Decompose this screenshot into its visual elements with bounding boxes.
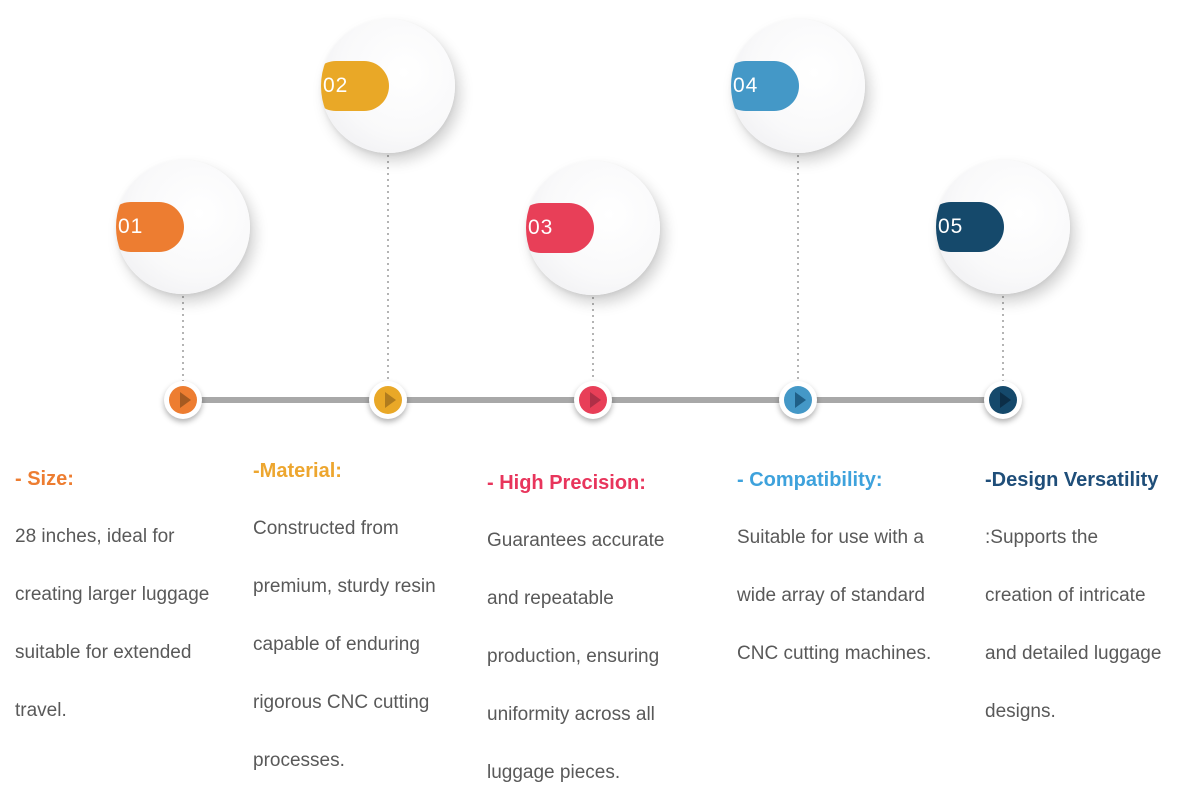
marker-disc-04 [784, 386, 812, 414]
timeline-marker-01 [164, 381, 202, 419]
step-number-05: 05 [938, 215, 964, 238]
step-number-04: 04 [733, 74, 759, 97]
marker-disc-03 [579, 386, 607, 414]
play-icon [384, 392, 396, 408]
marker-disc-01 [169, 386, 197, 414]
step-circle-02: 02 [321, 19, 455, 153]
dotted-connector-05 [1002, 296, 1004, 381]
step-number-01: 01 [118, 215, 144, 238]
step-text-05: -Design Versatility :Supports the creati… [985, 451, 1197, 741]
timeline-marker-05 [984, 381, 1022, 419]
play-icon [179, 392, 191, 408]
step-pill-03: 03 [526, 203, 594, 253]
dotted-connector-04 [797, 155, 799, 381]
dotted-connector-02 [387, 155, 389, 381]
step-pill-04: 04 [731, 61, 799, 111]
step-pill-05: 05 [936, 202, 1004, 252]
step-text-04: - Compatibility: Suitable for use with a… [737, 451, 955, 683]
play-icon [589, 392, 601, 408]
step-circle-01: 01 [116, 160, 250, 294]
step-heading-03: - High Precision: [487, 472, 646, 494]
step-heading-05: -Design Versatility [985, 469, 1159, 491]
marker-disc-02 [374, 386, 402, 414]
step-pill-02: 02 [321, 61, 389, 111]
step-description-03: Guarantees accurate and repeatable produ… [487, 530, 665, 783]
step-description-01: 28 inches, ideal for creating larger lug… [15, 526, 210, 721]
step-description-05: :Supports the creation of intricate and … [985, 527, 1162, 722]
play-icon [794, 392, 806, 408]
step-number-03: 03 [528, 216, 554, 239]
step-heading-01: - Size: [15, 468, 74, 490]
timeline-marker-02 [369, 381, 407, 419]
marker-disc-05 [989, 386, 1017, 414]
timeline-marker-04 [779, 381, 817, 419]
timeline-marker-03 [574, 381, 612, 419]
step-pill-01: 01 [116, 202, 184, 252]
step-text-02: -Material: Constructed from premium, stu… [253, 442, 473, 790]
play-icon [999, 392, 1011, 408]
step-heading-02: -Material: [253, 460, 342, 482]
dotted-connector-01 [182, 296, 184, 381]
step-description-02: Constructed from premium, sturdy resin c… [253, 518, 436, 771]
step-circle-05: 05 [936, 160, 1070, 294]
step-heading-04: - Compatibility: [737, 469, 883, 491]
step-circle-03: 03 [526, 161, 660, 295]
step-number-02: 02 [323, 74, 349, 97]
step-description-04: Suitable for use with a wide array of st… [737, 527, 932, 664]
step-circle-04: 04 [731, 19, 865, 153]
dotted-connector-03 [592, 297, 594, 381]
step-text-01: - Size: 28 inches, ideal for creating la… [15, 450, 243, 740]
step-text-03: - High Precision: Guarantees accurate an… [487, 454, 702, 802]
